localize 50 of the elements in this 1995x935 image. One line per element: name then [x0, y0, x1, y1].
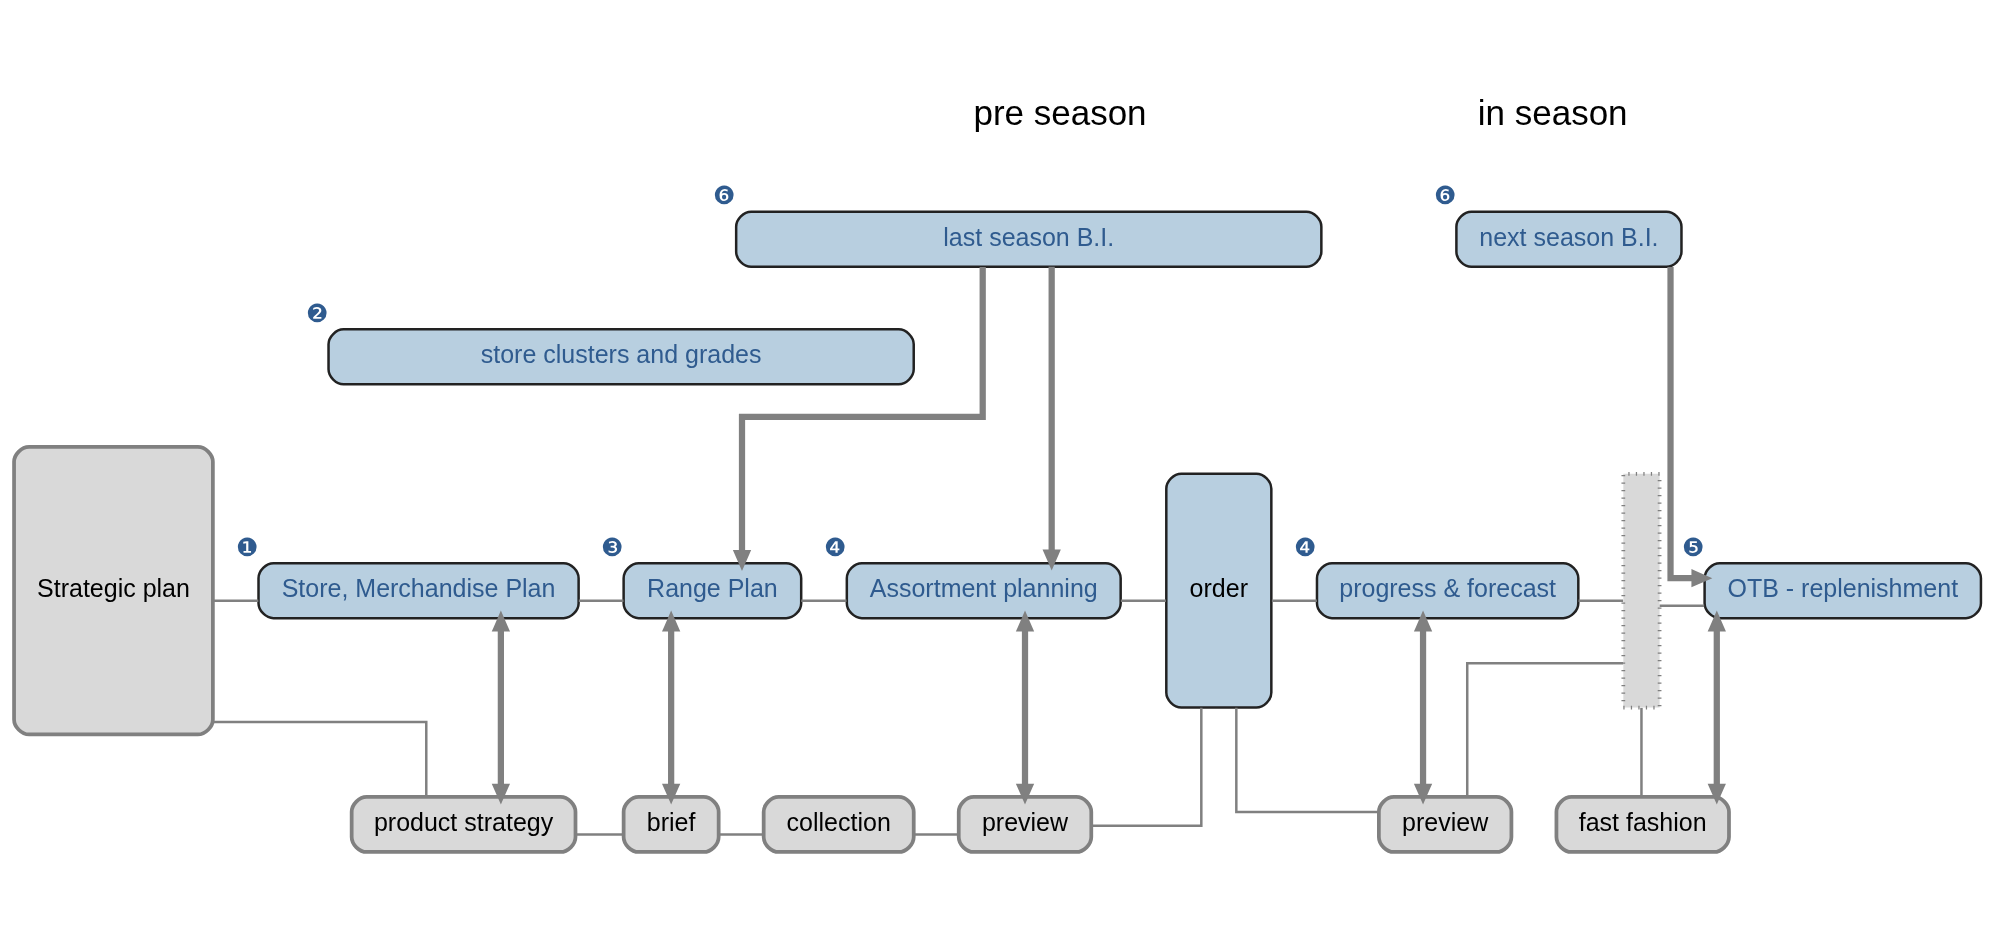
- node-label: ❷: [305, 298, 328, 327]
- connector: [913, 833, 959, 836]
- arrow: [1667, 267, 1713, 588]
- label: in season: [1477, 92, 1628, 132]
- connector: [213, 720, 428, 797]
- node-label: ❹: [1294, 532, 1317, 561]
- node-box: fast fashion: [1554, 795, 1731, 854]
- node-box: OTB - replenishment: [1703, 561, 1983, 620]
- node-box: progress & forecast: [1315, 561, 1580, 620]
- node-box: Assortment planning: [845, 561, 1122, 620]
- arrow: [491, 610, 511, 805]
- node-box: product strategy: [349, 795, 578, 854]
- node-label: ❶: [235, 532, 258, 561]
- connector: [1466, 661, 1624, 797]
- node-box: order: [1165, 472, 1273, 709]
- node-box: Strategic plan: [12, 445, 215, 737]
- connector: [1120, 599, 1166, 602]
- connector: [801, 599, 847, 602]
- connector: [1235, 707, 1379, 814]
- node-box: preview: [1377, 795, 1514, 854]
- connector: [1659, 604, 1705, 607]
- arrow: [1042, 266, 1061, 571]
- connector: [575, 833, 624, 836]
- connector: [1271, 599, 1317, 602]
- node-label: ❻: [1433, 181, 1456, 210]
- node-box: collection: [761, 795, 916, 854]
- connector: [718, 833, 764, 836]
- arrow: [732, 267, 986, 571]
- node-box: preview: [956, 795, 1094, 854]
- node-label: ❹: [823, 532, 846, 561]
- node-label: ❺: [1681, 532, 1704, 561]
- node-box: Store, Merchandise Plan: [257, 561, 580, 620]
- connector: [1640, 707, 1643, 797]
- connector: [578, 599, 624, 602]
- node-box: Range Plan: [622, 561, 803, 620]
- node-label: ❻: [713, 181, 736, 210]
- node-box: brief: [621, 795, 721, 854]
- label: pre season: [973, 92, 1147, 132]
- node-box: next season B.I.: [1455, 210, 1683, 269]
- arrow: [1413, 610, 1433, 805]
- arrow: [662, 610, 681, 805]
- node-label: ❸: [600, 532, 623, 561]
- arrow: [1707, 610, 1726, 805]
- arrow: [1015, 610, 1035, 805]
- node-box: last season B.I.: [734, 210, 1323, 269]
- connector: [1091, 707, 1203, 827]
- node-box: store clusters and grades: [327, 328, 915, 386]
- connector: [212, 599, 259, 602]
- node-box: [1621, 471, 1662, 710]
- connector: [1578, 599, 1624, 602]
